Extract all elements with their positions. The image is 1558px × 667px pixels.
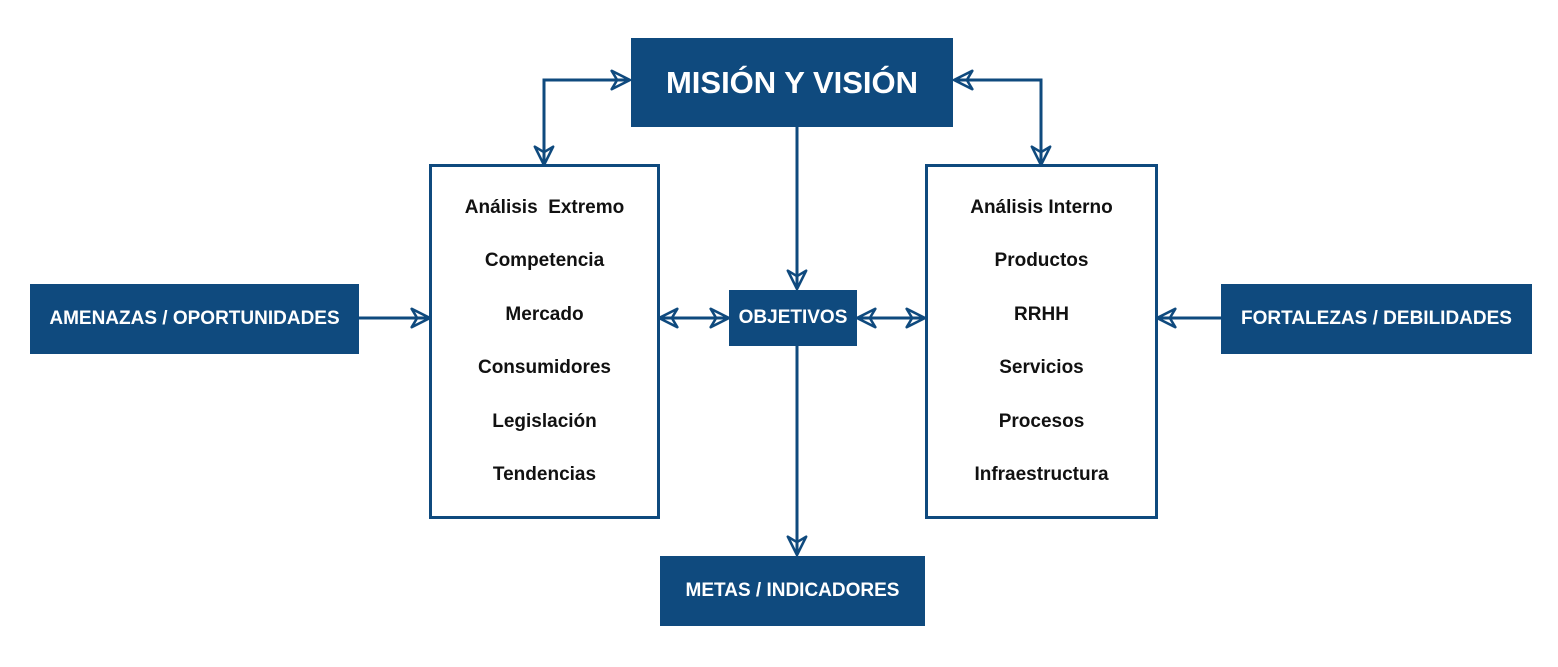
external-analysis-box: Análisis Extremo Competencia Mercado Con… [429,164,660,519]
internal-item-infraestructura: Infraestructura [974,464,1109,486]
objectives-box: OBJETIVOS [729,290,857,346]
external-item-legislacion: Legislación [492,410,597,432]
internal-analysis-title: Análisis Interno [970,196,1113,218]
external-item-consumidores: Consumidores [477,357,612,379]
strengths-weaknesses-box: FORTALEZAS / DEBILIDADES [1221,284,1532,354]
connector-mission-external [533,69,632,167]
threats-opportunities-box: AMENAZAS / OPORTUNIDADES [30,284,359,354]
threats-opportunities-label: AMENAZAS / OPORTUNIDADES [49,308,340,329]
goals-indicators-label: METAS / INDICADORES [685,580,900,601]
mission-vision-label: MISIÓN Y VISIÓN [665,64,919,100]
strengths-weaknesses-label: FORTALEZAS / DEBILIDADES [1241,308,1512,329]
external-item-competencia: Competencia [484,250,605,272]
internal-item-servicios: Servicios [999,357,1084,379]
internal-analysis-box: Análisis Interno Productos RRHH Servicio… [925,164,1158,519]
external-item-tendencias: Tendencias [492,464,597,486]
internal-item-rrhh: RRHH [1014,303,1069,325]
internal-item-procesos: Procesos [998,410,1085,432]
connector-mission-internal [952,69,1052,167]
external-analysis-title: Análisis Extremo [464,196,625,218]
external-item-mercado: Mercado [505,303,584,325]
mission-vision-box: MISIÓN Y VISIÓN [631,38,953,127]
internal-item-productos: Productos [994,250,1089,272]
goals-indicators-box: METAS / INDICADORES [660,556,925,626]
objectives-label: OBJETIVOS [738,307,848,328]
